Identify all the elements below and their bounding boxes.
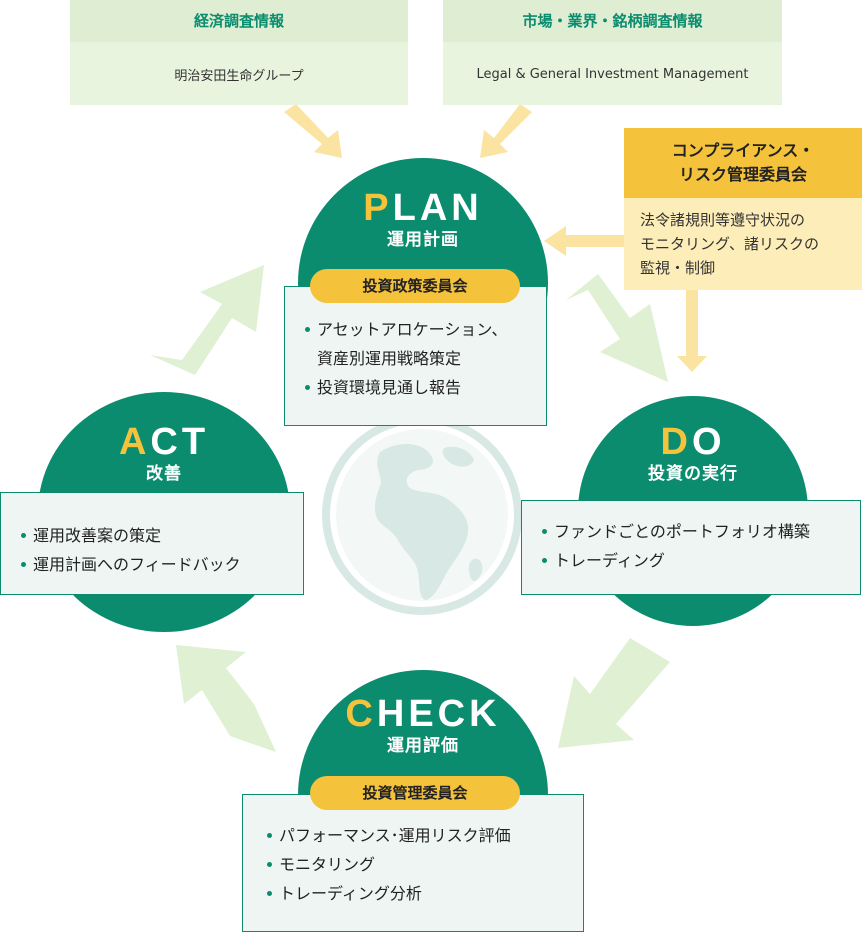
economic-research-box: 経済調査情報 明治安田生命グループ xyxy=(70,0,408,105)
economic-research-source: 明治安田生命グループ xyxy=(174,68,304,84)
check-heading: CHECK 運用評価 xyxy=(298,694,548,758)
compliance-committee-body: 法令諸規則等遵守状況の モニタリング、諸リスクの 監視・制御 xyxy=(624,198,862,290)
check-panel: パフォーマンス･運用リスク評価 モニタリング トレーディング分析 xyxy=(242,794,584,932)
compliance-title-line1: コンプライアンス・ xyxy=(671,141,815,160)
check-subtitle: 運用評価 xyxy=(387,736,459,756)
do-heading: DO 投資の実行 xyxy=(578,422,808,486)
act-subtitle: 改善 xyxy=(146,464,182,484)
plan-panel: アセットアロケーション、資産別運用戦略策定 投資環境見通し報告 xyxy=(284,286,547,426)
act-item: 運用計画へのフィードバック xyxy=(19,550,303,579)
compliance-body-line1: 法令諸規則等遵守状況の xyxy=(640,211,806,229)
plan-word: LAN xyxy=(392,187,483,229)
do-word: O xyxy=(691,421,726,463)
compliance-committee-title: コンプライアンス・ リスク管理委員会 xyxy=(624,128,862,198)
do-item: トレーディング xyxy=(540,546,860,575)
check-initial: C xyxy=(345,693,377,735)
act-panel: 運用改善案の策定 運用計画へのフィードバック xyxy=(0,492,304,595)
compliance-body-line3: 監視・制御 xyxy=(640,259,716,277)
check-item: モニタリング xyxy=(265,850,583,879)
check-word: HECK xyxy=(376,693,501,735)
plan-item: アセットアロケーション、資産別運用戦略策定 xyxy=(303,315,546,373)
compliance-to-do-arrow xyxy=(677,290,707,372)
compliance-to-plan-arrow xyxy=(544,226,624,256)
act-heading: ACT 改善 xyxy=(38,422,290,486)
plan-subtitle: 運用計画 xyxy=(387,230,459,250)
economic-info-arrow xyxy=(284,104,342,158)
act-to-plan-arrow xyxy=(150,265,264,375)
check-to-act-arrow xyxy=(176,645,276,752)
do-subtitle: 投資の実行 xyxy=(648,464,738,484)
check-item: パフォーマンス･運用リスク評価 xyxy=(265,821,583,850)
compliance-title-line2: リスク管理委員会 xyxy=(678,165,807,184)
check-item: トレーディング分析 xyxy=(265,879,583,908)
plan-item: 投資環境見通し報告 xyxy=(303,373,546,402)
do-initial: D xyxy=(660,421,692,463)
check-committee-label: 投資管理委員会 xyxy=(310,776,520,810)
market-research-title: 市場・業界・銘柄調査情報 xyxy=(443,0,782,42)
act-item: 運用改善案の策定 xyxy=(19,521,303,550)
market-research-box: 市場・業界・銘柄調査情報 Legal & General Investment … xyxy=(443,0,782,105)
economic-research-title: 経済調査情報 xyxy=(70,0,408,42)
plan-committee-label: 投資政策委員会 xyxy=(310,269,520,303)
plan-to-do-arrow xyxy=(566,274,668,382)
act-word: CT xyxy=(150,421,210,463)
do-to-check-arrow xyxy=(558,638,670,748)
do-panel: ファンドごとのポートフォリオ構築 トレーディング xyxy=(521,500,861,595)
do-item: ファンドごとのポートフォリオ構築 xyxy=(540,517,860,546)
globe-icon xyxy=(322,415,522,615)
market-research-source: Legal & General Investment Management xyxy=(476,66,749,82)
plan-heading: PLAN 運用計画 xyxy=(298,188,548,252)
compliance-body-line2: モニタリング、諸リスクの xyxy=(640,235,819,253)
market-info-arrow xyxy=(480,104,532,158)
act-initial: A xyxy=(118,421,151,463)
plan-initial: P xyxy=(363,187,393,229)
